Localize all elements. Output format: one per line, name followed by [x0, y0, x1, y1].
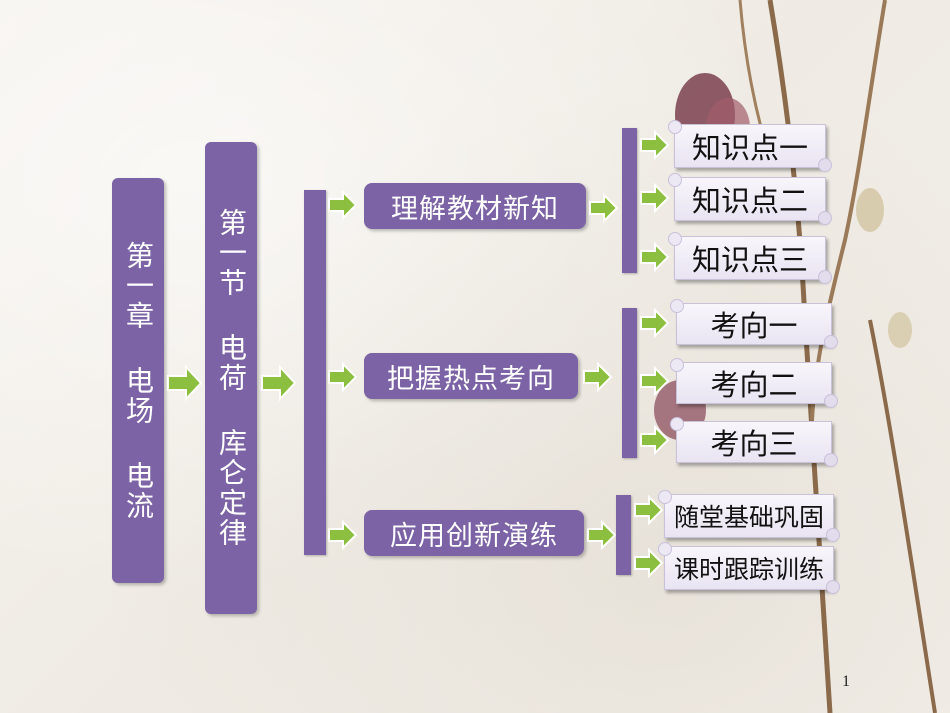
leaf-item: 考向一 [670, 299, 838, 349]
sub-bracket-bar [622, 308, 637, 458]
leaf-label: 随堂基础巩固 [673, 503, 824, 532]
arrow-icon [634, 548, 664, 578]
arrow-icon [640, 242, 670, 272]
arrow-icon [328, 520, 358, 550]
arrow-icon [640, 130, 670, 160]
arrow-icon [167, 364, 203, 402]
leaf-item: 随堂基础巩固 [658, 490, 840, 542]
branch-label: 把握热点考向 [387, 363, 555, 395]
leaf-item: 考向三 [670, 417, 838, 467]
leaf-label: 考向二 [710, 368, 798, 402]
arrow-icon [587, 520, 617, 550]
leaf-item: 知识点三 [668, 232, 832, 284]
leaf-label: 考向三 [710, 427, 798, 461]
leaf-label: 课时跟踪训练 [673, 555, 824, 584]
leaf-label: 知识点二 [691, 184, 808, 218]
chapter-box: 第一章 电场 电流 [112, 178, 164, 583]
branch-box: 把握热点考向 [364, 353, 578, 399]
leaf-label: 知识点一 [691, 131, 808, 165]
branch-label: 理解教材新知 [391, 193, 559, 225]
sub-bracket-bar [616, 495, 631, 575]
arrow-icon [589, 193, 619, 223]
branch-label: 应用创新演练 [390, 520, 558, 552]
arrow-icon [640, 366, 670, 396]
page-number: 1 [842, 673, 850, 690]
leaf-label: 知识点三 [691, 243, 808, 277]
chapter-label: 第一章 电场 电流 [122, 240, 155, 521]
branch-box: 应用创新演练 [364, 510, 584, 556]
arrow-icon [583, 362, 613, 392]
arrow-icon [328, 190, 358, 220]
arrow-icon [640, 308, 670, 338]
arrow-icon [328, 362, 358, 392]
main-bracket-bar [304, 190, 326, 555]
leaf-label: 考向一 [710, 309, 798, 343]
arrow-icon [634, 495, 664, 525]
section-label: 第一节 电荷 库仑定律 [215, 208, 248, 548]
leaf-item: 知识点二 [668, 173, 832, 225]
branch-box: 理解教材新知 [364, 183, 586, 229]
leaf-item: 考向二 [670, 358, 838, 408]
sub-bracket-bar [622, 128, 637, 273]
arrow-icon [640, 183, 670, 213]
arrow-icon [640, 425, 670, 455]
leaf-item: 知识点一 [668, 120, 832, 172]
section-box: 第一节 电荷 库仑定律 [205, 142, 257, 614]
leaf-item: 课时跟踪训练 [658, 542, 840, 594]
arrow-icon [261, 364, 297, 402]
